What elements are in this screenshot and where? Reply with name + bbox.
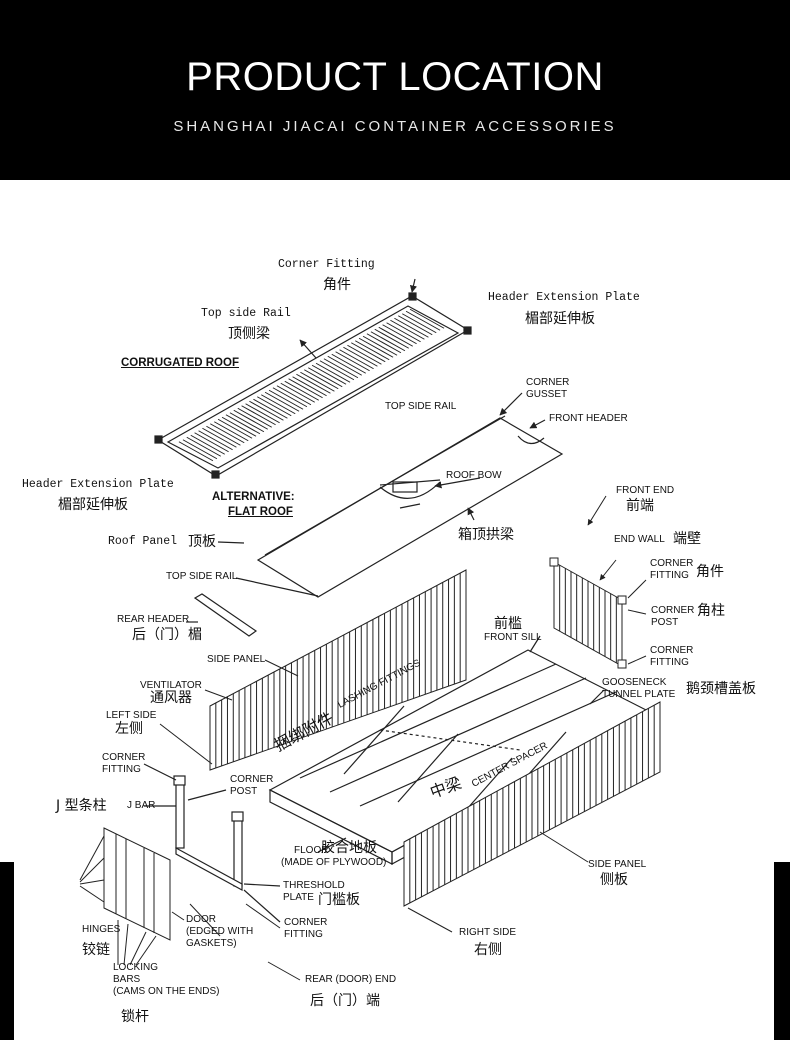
left-side-panel-drawing	[159, 569, 467, 771]
label-top-side-rail-low: TOP SIDE RAIL	[166, 571, 238, 582]
label-front-header: FRONT HEADER	[549, 413, 628, 424]
label-corner-post-r: CORNER POST	[651, 605, 695, 628]
label-gooseneck-cn: 鹅颈槽盖板	[686, 681, 756, 697]
label-header-ext-plate-left-cn: 楣部延伸板	[58, 497, 128, 513]
door-drawing	[79, 827, 185, 966]
label-side-panel-left: SIDE PANEL	[207, 654, 266, 665]
label-side-panel-right-cn: 侧板	[600, 872, 628, 888]
label-gooseneck: GOOSENECK TUNNEL PLATE	[602, 677, 676, 700]
label-corner-fitting-r2: CORNER FITTING	[650, 645, 694, 668]
label-corner-fitting-b: CORNER FITTING	[284, 917, 328, 940]
label-corner-gusset: CORNER GUSSET	[526, 377, 570, 400]
label-roof-bow: ROOF BOW	[446, 470, 502, 481]
label-locking-bars: LOCKING BARS (CAMS ON THE ENDS)	[113, 962, 220, 997]
label-corner-fitting-r1: CORNER FITTING	[650, 558, 694, 581]
label-corner-post-r-cn: 角柱	[697, 603, 725, 619]
label-right-side: RIGHT SIDE	[459, 927, 517, 938]
label-rear-header: REAR HEADER	[117, 614, 190, 625]
label-floor: FLOOR	[294, 845, 329, 856]
header-banner: PRODUCT LOCATION SHANGHAI JIACAI CONTAIN…	[0, 0, 790, 180]
label-top-side-rail-top: Top side Rail	[201, 307, 291, 320]
diagram-drawing	[79, 278, 661, 981]
label-corner-fitting-l: CORNER FITTING	[102, 752, 146, 775]
label-floor-note: (MADE OF PLYWOOD)	[281, 857, 387, 868]
container-exploded-diagram: Corner Fitting 角件 Top side Rail 顶侧梁 Head…	[0, 180, 790, 1040]
label-hinges-cn: 铰链	[82, 942, 110, 958]
label-hinges: HINGES	[82, 924, 121, 935]
end-wall-drawing	[549, 495, 647, 669]
corrugated-roof-drawing	[154, 278, 472, 479]
label-threshold-cn: 门槛板	[318, 892, 360, 908]
label-corner-post-l: CORNER POST	[230, 774, 274, 797]
label-corner-fitting-top: Corner Fitting	[278, 258, 375, 271]
label-locking-bars-cn: 锁杆	[121, 1009, 149, 1025]
label-front-sill-cn: 前槛	[494, 616, 522, 632]
label-header-ext-plate-right: Header Extension Plate	[488, 291, 640, 304]
label-side-panel-right: SIDE PANEL	[588, 859, 647, 870]
label-roof-bow-cn: 箱顶拱梁	[458, 527, 514, 543]
label-top-side-rail-top-cn: 顶侧梁	[228, 326, 270, 342]
flat-roof-drawing	[217, 392, 564, 598]
left-black-margin	[0, 862, 14, 1040]
label-rear-door-end: REAR (DOOR) END	[305, 974, 397, 985]
label-corrugated-roof: CORRUGATED ROOF	[121, 357, 239, 369]
label-end-wall-cn: 端壁	[673, 531, 701, 547]
label-corner-fitting-top-cn: 角件	[323, 277, 351, 293]
label-top-side-rail-mid: TOP SIDE RAIL	[385, 401, 457, 412]
label-roof-panel-cn: 顶板	[188, 534, 216, 550]
label-corner-fitting-r1-cn: 角件	[696, 564, 724, 580]
page-title: PRODUCT LOCATION	[186, 55, 604, 99]
label-left-side-cn: 左侧	[115, 721, 143, 737]
rear-frame-drawing	[143, 763, 281, 923]
label-alternative: ALTERNATIVE:	[212, 491, 295, 503]
label-front-sill: FRONT SILL	[484, 632, 542, 643]
label-right-side-cn: 右侧	[474, 942, 502, 958]
page-subtitle: SHANGHAI JIACAI CONTAINER ACCESSORIES	[173, 118, 617, 135]
label-left-side: LEFT SIDE	[106, 710, 157, 721]
label-end-wall: END WALL	[614, 534, 665, 545]
label-threshold: THRESHOLD PLATE	[283, 880, 345, 903]
right-side-panel-drawing	[189, 701, 661, 981]
rear-header-drawing	[186, 593, 258, 637]
label-flat-roof: FLAT ROOF	[228, 506, 293, 518]
label-ventilator-cn: 通风器	[150, 690, 192, 706]
label-header-ext-plate-left: Header Extension Plate	[22, 478, 174, 491]
label-header-ext-plate-right-cn: 楣部延伸板	[525, 311, 595, 327]
label-rear-header-cn: 后（门）楣	[132, 627, 202, 643]
label-front-end-cn: 前端	[626, 498, 654, 514]
label-rear-door-end-cn: 后（门）端	[310, 993, 380, 1009]
label-j-bar-cn: J 型条柱	[56, 798, 107, 814]
label-roof-panel: Roof Panel	[108, 535, 178, 548]
label-front-end: FRONT END	[616, 485, 675, 496]
right-black-margin	[774, 862, 790, 1040]
label-ventilator: VENTILATOR	[140, 680, 202, 691]
label-floor-cn: 胶合地板	[321, 840, 377, 856]
label-j-bar: J BAR	[127, 800, 156, 811]
label-door: DOOR (EDGED WITH GASKETS)	[186, 914, 254, 949]
